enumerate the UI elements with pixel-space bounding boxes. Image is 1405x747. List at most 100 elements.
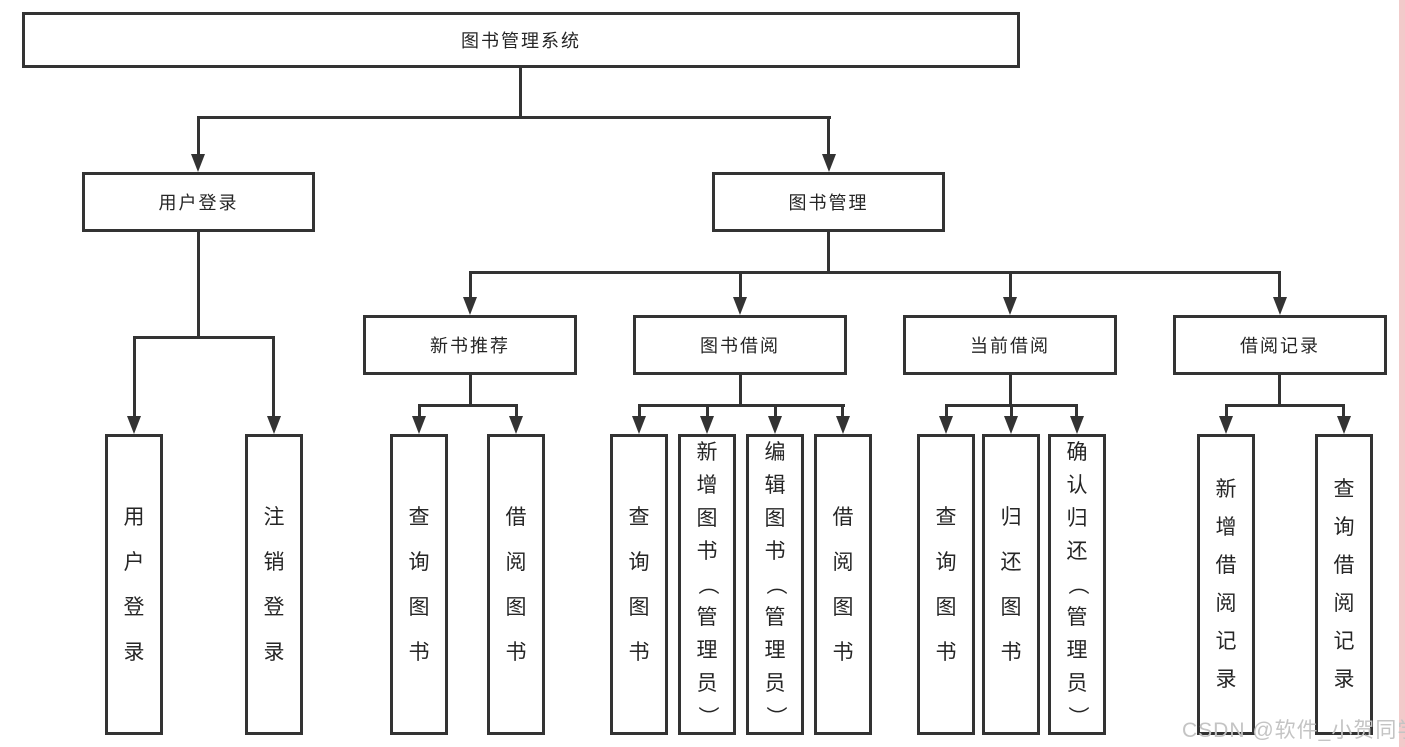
leaf-label-char: 确: [1066, 441, 1088, 464]
leaf-label-char: 管: [1066, 606, 1088, 629]
leaf-label-char: 查: [408, 505, 430, 529]
leaf-label-char: 增: [696, 474, 718, 497]
leaf-label-char: 图: [832, 595, 854, 619]
node-new-book-recommend: 新书推荐: [363, 315, 577, 375]
leaf-label-char: ）: [763, 706, 787, 727]
leaf-query-book-current: 查询图书: [917, 434, 975, 735]
leaf-label-char: 查: [1333, 477, 1355, 501]
connector-line: [1278, 375, 1281, 406]
node-book-management: 图书管理: [712, 172, 945, 232]
leaf-label-char: 询: [935, 550, 957, 574]
arrow-down-icon: [1004, 416, 1018, 434]
leaf-label-char: 归: [1066, 507, 1088, 530]
connector-line: [1009, 375, 1012, 406]
connector-line: [133, 336, 275, 339]
leaf-label-char: 户: [123, 550, 145, 574]
arrow-down-icon: [412, 416, 426, 434]
connector-line: [1225, 404, 1345, 407]
connector-line: [272, 336, 275, 418]
leaf-label-char: 录: [123, 640, 145, 664]
leaf-logout-login: 注销登录: [245, 434, 303, 735]
connector-line: [1342, 404, 1345, 418]
node-borrow-record: 借阅记录: [1173, 315, 1387, 375]
leaf-label-char: 图: [408, 595, 430, 619]
connector-line: [841, 404, 844, 418]
arrow-down-icon: [509, 416, 523, 434]
leaf-label-char: 记: [1333, 629, 1355, 653]
connector-line: [197, 232, 200, 337]
connector-line: [1010, 404, 1013, 418]
leaf-label-char: 管: [696, 606, 718, 629]
connector-line: [1278, 271, 1281, 300]
leaf-label-char: 登: [123, 595, 145, 619]
arrow-down-icon: [127, 416, 141, 434]
leaf-label-char: 员: [1066, 672, 1088, 695]
node-user-login: 用户登录: [82, 172, 315, 232]
arrow-down-icon: [939, 416, 953, 434]
connector-line: [739, 271, 742, 300]
arrow-down-icon: [267, 416, 281, 434]
arrow-down-icon: [1337, 416, 1351, 434]
leaf-label-char: 图: [1000, 595, 1022, 619]
leaf-label-char: 书: [764, 540, 786, 563]
connector-line: [418, 404, 421, 418]
arrow-down-icon: [1219, 416, 1233, 434]
leaf-label-char: 新: [696, 441, 718, 464]
arrow-down-icon: [1273, 297, 1287, 315]
connector-line: [827, 232, 830, 273]
leaf-label-char: （: [1065, 574, 1089, 595]
leaf-label-char: 书: [505, 640, 527, 664]
leaf-label-char: 借: [1333, 553, 1355, 577]
leaf-label-char: 书: [696, 540, 718, 563]
arrow-down-icon: [836, 416, 850, 434]
leaf-borrow-book: 借阅图书: [814, 434, 872, 735]
leaf-label-char: 录: [263, 640, 285, 664]
arrow-down-icon: [1003, 297, 1017, 315]
leaf-label-char: 员: [764, 672, 786, 695]
arrow-down-icon: [632, 416, 646, 434]
leaf-label-char: 借: [505, 505, 527, 529]
connector-line: [133, 336, 136, 418]
connector-line: [827, 116, 830, 156]
leaf-label-char: 用: [123, 505, 145, 529]
leaf-label-char: 书: [832, 640, 854, 664]
leaf-label-char: 还: [1066, 540, 1088, 563]
leaf-label-char: 询: [628, 550, 650, 574]
leaf-label-char: 记: [1215, 629, 1237, 653]
leaf-label-char: 书: [935, 640, 957, 664]
connector-line: [1225, 404, 1228, 418]
leaf-label-char: 员: [696, 672, 718, 695]
leaf-query-book-borrow: 查询图书: [610, 434, 668, 735]
leaf-label-char: 认: [1066, 474, 1088, 497]
connector-line: [197, 116, 200, 156]
leaf-return-book: 归还图书: [982, 434, 1040, 735]
leaf-label-char: 理: [764, 639, 786, 662]
leaf-label-char: 阅: [1215, 591, 1237, 615]
leaf-label-char: 询: [1333, 515, 1355, 539]
connector-line: [945, 404, 948, 418]
arrow-down-icon: [822, 154, 836, 172]
leaf-label-char: 图: [696, 507, 718, 530]
leaf-label-char: 理: [696, 639, 718, 662]
connector-line: [706, 404, 709, 418]
connector-line: [1075, 404, 1078, 418]
leaf-label-char: 书: [628, 640, 650, 664]
leaf-label-char: ）: [1065, 706, 1089, 727]
arrow-down-icon: [768, 416, 782, 434]
node-library-management-system: 图书管理系统: [22, 12, 1020, 68]
leaf-label-char: 理: [1066, 639, 1088, 662]
leaf-label-char: （: [763, 574, 787, 595]
right-edge-strip: [1399, 0, 1405, 747]
connector-line: [1009, 271, 1012, 300]
leaf-label-char: 查: [935, 505, 957, 529]
csdn-watermark: CSDN @软件_小贺同学: [1182, 719, 1405, 742]
leaf-label-char: 图: [505, 595, 527, 619]
connector-line: [519, 68, 522, 118]
connector-line: [469, 375, 472, 406]
connector-line: [638, 404, 641, 418]
leaf-label-char: 阅: [505, 550, 527, 574]
leaf-label-char: 录: [1333, 667, 1355, 691]
leaf-label-char: 查: [628, 505, 650, 529]
connector-line: [197, 116, 831, 119]
leaf-label-char: 图: [935, 595, 957, 619]
